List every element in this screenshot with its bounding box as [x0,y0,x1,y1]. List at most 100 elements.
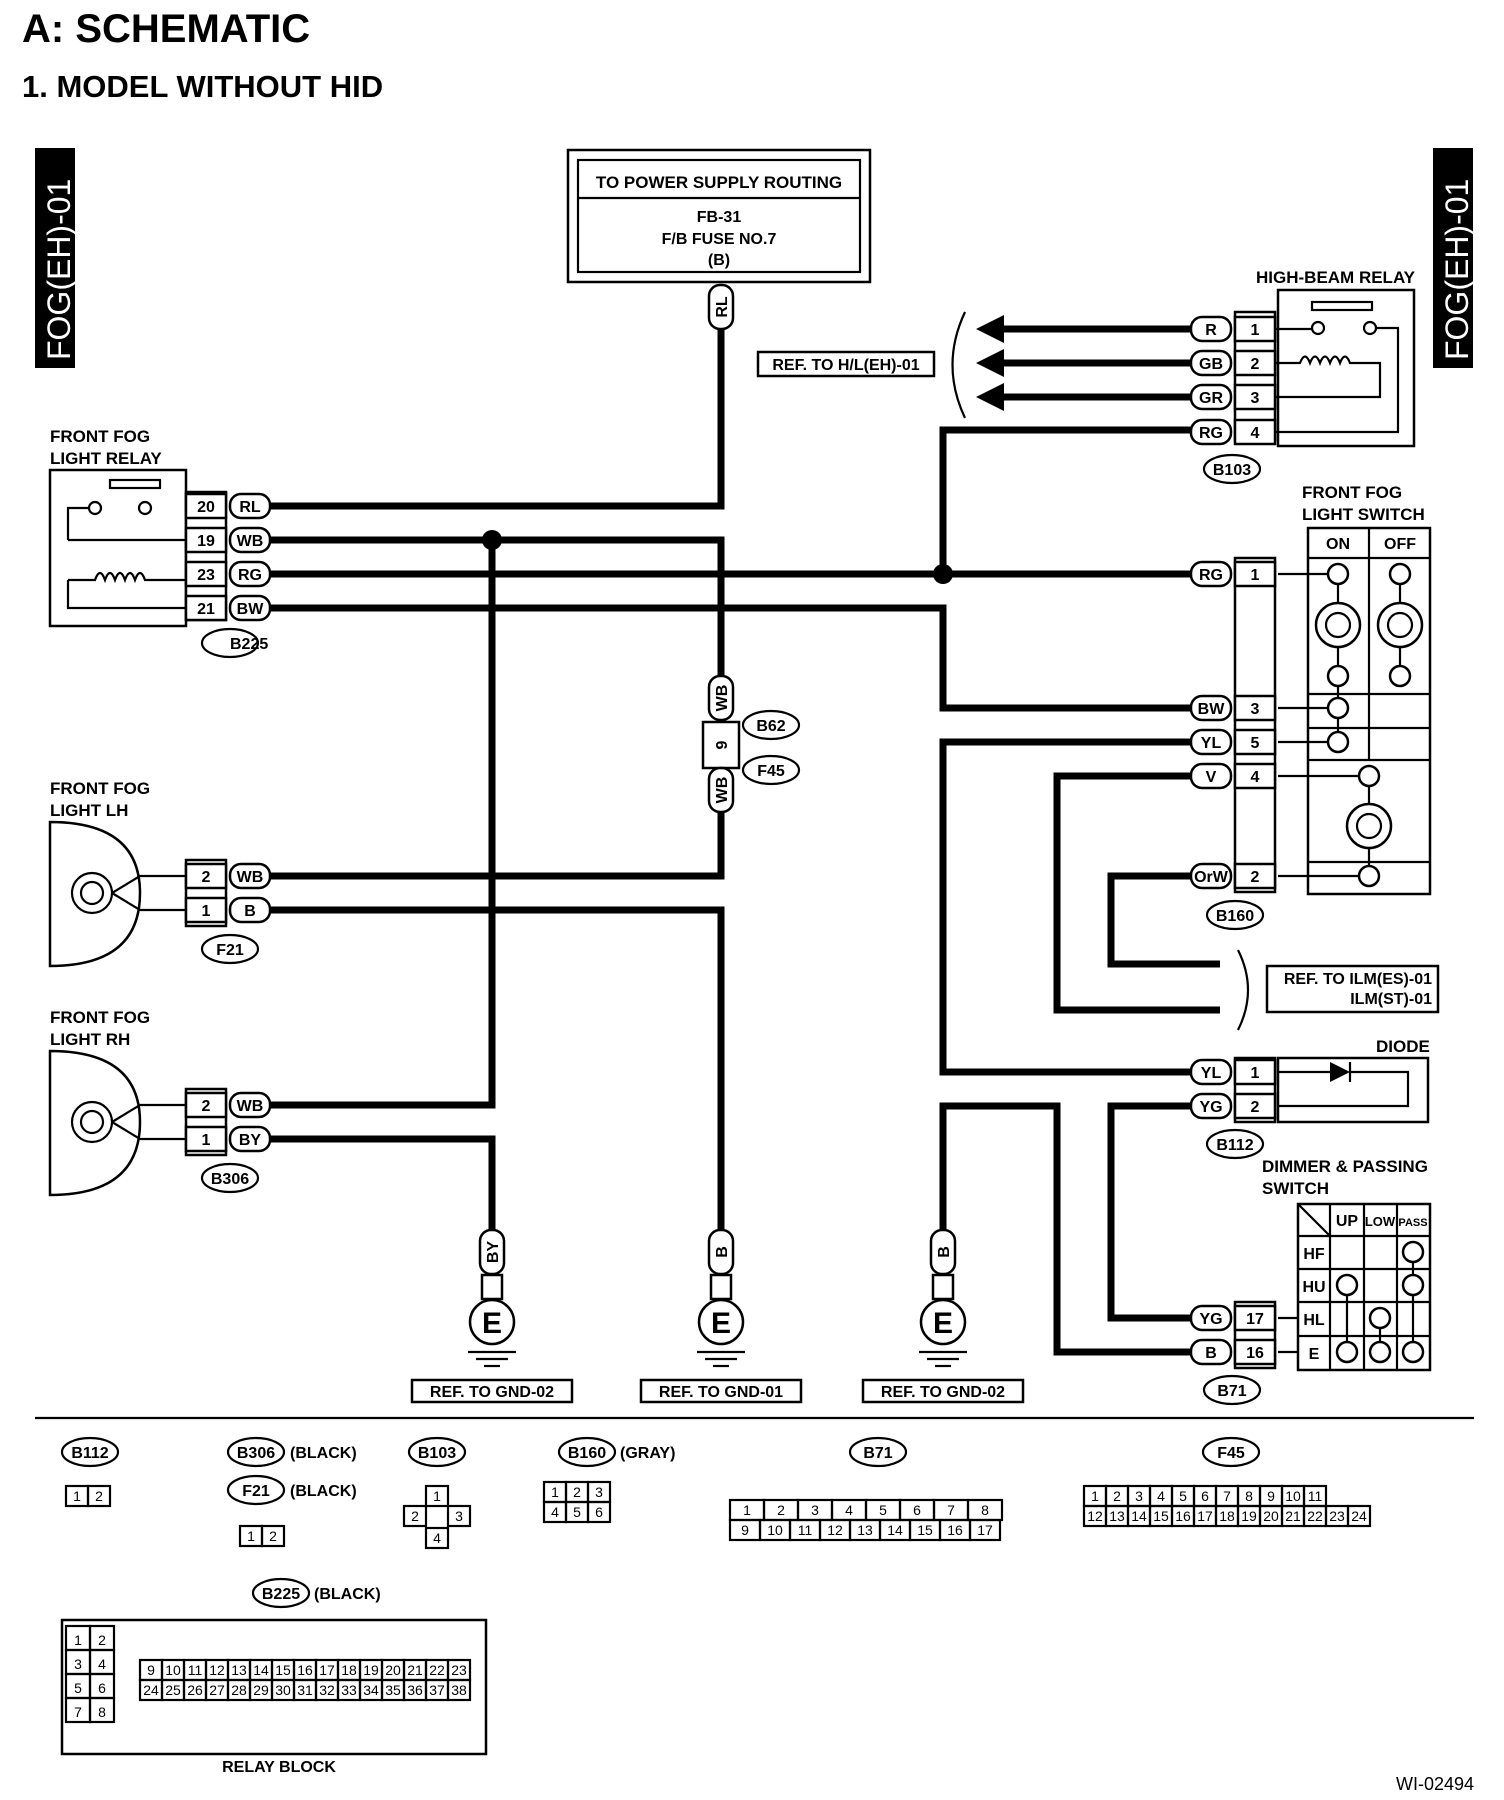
dimmer-row-hf: HF [1303,1246,1325,1263]
relay-row-1-wire-tag [228,526,272,554]
conn-b62: B62 [756,718,785,735]
rb-cell-38: 38 [451,1682,467,1698]
conn-f45: F45 [757,763,785,780]
hb-row-3-wire: RG [1199,425,1223,442]
power-supply-box: TO POWER SUPPLY ROUTING FB-31 F/B FUSE N… [566,148,872,284]
hb-row-2-wire-tag [1189,383,1233,411]
legend-b225: B225 [262,1586,300,1603]
legend-b71: B71 [863,1445,892,1462]
ref-ilm-2: ILM(ST)-01 [1350,991,1432,1008]
dimmer-label-1: DIMMER & PASSING [1262,1157,1428,1176]
rb-cell-16: 16 [297,1662,313,1678]
relay-row-1-wire: WB [237,533,264,550]
relay-row-2-wire: RG [238,567,262,584]
ref-ilm-1: REF. TO ILM(ES)-01 [1284,971,1432,988]
b71-bot-9: 9 [741,1522,749,1538]
front-fog-light-switch: FRONT FOG LIGHT SWITCH ON OFF [1233,483,1432,896]
tag-wb-top: WB [714,685,731,712]
sw-row-1-pin: 3 [1251,701,1260,718]
relay-row-0-pin: 20 [197,499,215,516]
sw-row-0-pin: 1 [1251,567,1260,584]
legend-b160-color: (GRAY) [620,1445,675,1462]
dimmer-row-1-wire: B [1205,1345,1217,1362]
sw-row-4-wire-tag [1189,862,1233,890]
diode-label: DIODE [1376,1037,1430,1056]
rb-cell-19: 19 [363,1662,379,1678]
rb-cell-31: 31 [297,1682,313,1698]
b160-cell-1: 1 [551,1484,559,1500]
rb-cell-30: 30 [275,1682,291,1698]
dimmer-row-1-pin: 16 [1246,1345,1264,1362]
rb-cell-18: 18 [341,1662,357,1678]
sw-row-2-pin: 5 [1251,735,1260,752]
ground-mid: E REF. TO GND-01 [639,1273,803,1404]
rb-cell-11: 11 [188,1662,203,1678]
lh-label-1: FRONT FOG [50,779,150,798]
lh-row-0-wire: WB [237,869,264,886]
lh-row-0-wire-tag [228,862,272,890]
legend-f45: F45 [1217,1445,1245,1462]
rb-cell-23: 23 [451,1662,467,1678]
tag-b-right: B [936,1246,953,1258]
rb-left-1: 1 [74,1632,82,1648]
ref-gnd-mid: REF. TO GND-01 [659,1384,783,1401]
b71-bot-13: 13 [857,1522,873,1538]
rb-cell-10: 10 [165,1662,181,1678]
rh-row-0-wire: WB [237,1098,264,1115]
b103-cell-4: 4 [433,1530,441,1546]
rb-left-8: 8 [98,1704,106,1720]
ground-right-symbol: E [933,1307,953,1340]
f45-bot-15: 15 [1153,1508,1169,1524]
legend-b103: B103 [418,1445,456,1462]
sw-row-2-wire: YL [1201,735,1222,752]
rh-row-1-pin: 1 [202,1132,211,1149]
relay-row-1-pin: 19 [197,533,215,550]
power-box-line3: (B) [708,252,730,269]
conn-b160: B160 [1216,908,1254,925]
dimmer-passing-switch: DIMMER & PASSING SWITCH UP LOW PASS HF H… [1233,1157,1432,1372]
f21-cell-1: 1 [247,1528,255,1544]
side-tag-right-text: FOG(EH)-01 [1439,179,1475,360]
lh-row-1-wire-tag [228,896,272,924]
diode-row-1-pin: 2 [1251,1099,1260,1116]
high-beam-label: HIGH-BEAM RELAY [1256,268,1416,287]
f45-bot-21: 21 [1285,1508,1301,1524]
hb-row-1-wire-tag [1189,349,1233,377]
f45-bot-24: 24 [1351,1508,1367,1524]
rb-cell-22: 22 [429,1662,445,1678]
sw-row-3-wire-tag [1189,762,1233,790]
rb-cell-12: 12 [209,1662,225,1678]
b112-cell-2: 2 [95,1488,103,1504]
b103-cell-1: 1 [433,1488,441,1504]
sw-row-3-pin: 4 [1251,769,1260,786]
b103-cell-2: 2 [411,1508,419,1524]
f45-top-8: 8 [1245,1488,1253,1504]
hb-row-0-wire: R [1205,322,1217,339]
section-title: A: SCHEMATIC [22,7,310,51]
wires [270,315,1220,1356]
f45-top-7: 7 [1223,1488,1231,1504]
f45-top-5: 5 [1179,1488,1187,1504]
hb-row-0-wire-tag [1189,315,1233,343]
side-tag-right: FOG(EH)-01 [1433,148,1475,368]
dimmer-row-e: E [1309,1346,1320,1363]
sw-row-2-wire-tag [1189,728,1233,756]
tag-by: BY [485,1241,502,1264]
conn-f21: F21 [216,942,244,959]
legend-b306: B306 [237,1445,275,1462]
ground-right: E REF. TO GND-02 [861,1273,1025,1404]
b71-bot-12: 12 [827,1522,843,1538]
rb-cell-28: 28 [231,1682,247,1698]
rb-left-3: 3 [74,1656,82,1672]
hb-row-3-pin: 4 [1251,425,1260,442]
rh-row-0-wire-tag [228,1091,272,1119]
switch-on-label: ON [1326,536,1350,553]
rb-left-4: 4 [98,1656,106,1672]
hb-row-2-pin: 3 [1251,390,1260,407]
b62-pin: 9 [714,740,731,749]
b71-top-1: 1 [743,1502,751,1518]
rb-cell-20: 20 [385,1662,401,1678]
rb-cell-37: 37 [429,1682,445,1698]
f45-bot-19: 19 [1241,1508,1257,1524]
